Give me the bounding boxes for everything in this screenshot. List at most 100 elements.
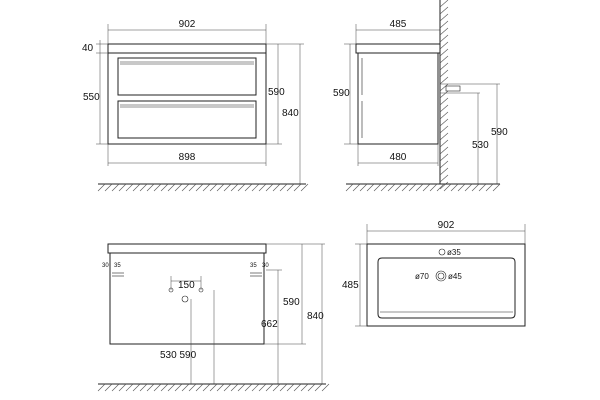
back-left-35-label: 35 [114, 263, 121, 269]
front-cabinet-body [107, 52, 267, 145]
hatch-stroke [195, 183, 204, 192]
hatch-stroke [258, 383, 267, 392]
hatch-stroke [380, 183, 389, 192]
hatch-stroke [258, 183, 267, 192]
back-height-590-label: 590 [283, 297, 300, 308]
hatch-stroke [345, 183, 354, 192]
front-countertop [107, 43, 267, 54]
wall-hatch [439, 0, 449, 190]
front-floor-hatch [97, 183, 309, 192]
hatch-stroke [111, 183, 120, 192]
hatch-stroke [209, 183, 218, 192]
hatch-stroke [97, 183, 106, 192]
back-left-30-label: 30 [102, 263, 109, 269]
hatch-stroke [314, 383, 323, 392]
hatch-stroke [174, 383, 183, 392]
hatch-stroke [181, 383, 190, 392]
back-right-30-label: 30 [262, 263, 269, 269]
hatch-stroke [439, 20, 449, 29]
hatch-stroke [307, 383, 316, 392]
hatch-stroke [104, 383, 113, 392]
hatch-stroke [202, 383, 211, 392]
hatch-stroke [443, 183, 452, 192]
hatch-stroke [139, 383, 148, 392]
hatch-stroke [132, 383, 141, 392]
hatch-stroke [216, 383, 225, 392]
hatch-stroke [251, 383, 260, 392]
back-height-530-590-label: 530 590 [160, 350, 197, 361]
hatch-stroke [373, 183, 382, 192]
hatch-stroke [146, 183, 155, 192]
front-view: 902 898 40 550 590 840 [82, 19, 309, 192]
front-body-height-label: 550 [83, 92, 100, 103]
hatch-stroke [439, 0, 449, 8]
hatch-stroke [439, 181, 449, 190]
hatch-stroke [439, 55, 449, 64]
hatch-stroke [160, 183, 169, 192]
hatch-stroke [401, 183, 410, 192]
hatch-stroke [439, 83, 449, 92]
basin-outline [366, 243, 526, 327]
hatch-stroke [352, 183, 361, 192]
back-view: 30 35 35 30 150 530 590 662 590 840 [97, 243, 330, 392]
hatch-stroke [188, 183, 197, 192]
water-inlet-left [168, 287, 174, 293]
wall-pipe-connection [445, 85, 461, 92]
side-view: 485 480 590 590 530 [333, 0, 508, 192]
hatch-stroke [230, 183, 239, 192]
hatch-stroke [439, 125, 449, 134]
hatch-stroke [394, 183, 403, 192]
hatch-stroke [132, 183, 141, 192]
faucet-hole [438, 248, 446, 256]
hatch-stroke [439, 160, 449, 169]
hatch-stroke [174, 183, 183, 192]
hatch-stroke [265, 183, 274, 192]
hatch-stroke [492, 183, 501, 192]
hatch-stroke [439, 48, 449, 57]
front-width-bottom-label: 898 [179, 152, 196, 163]
side-depth-bottom-label: 480 [390, 152, 407, 163]
hatch-stroke [216, 183, 225, 192]
hatch-stroke [439, 76, 449, 85]
hatch-stroke [439, 167, 449, 176]
hatch-stroke [439, 139, 449, 148]
front-top-thickness-label: 40 [82, 43, 94, 54]
hatch-stroke [188, 383, 197, 392]
hatch-stroke [439, 69, 449, 78]
hatch-stroke [439, 62, 449, 71]
hatch-stroke [300, 183, 309, 192]
hatch-stroke [237, 183, 246, 192]
hatch-stroke [223, 383, 232, 392]
side-height-590-label: 590 [333, 88, 350, 99]
hatch-stroke [195, 383, 204, 392]
hatch-stroke [244, 383, 253, 392]
front-height-840-label: 840 [282, 108, 299, 119]
hatch-stroke [181, 183, 190, 192]
hatch-stroke [97, 383, 106, 392]
hatch-stroke [223, 183, 232, 192]
hatch-stroke [300, 383, 309, 392]
hatch-stroke [464, 183, 473, 192]
hatch-stroke [439, 34, 449, 43]
hatch-stroke [450, 183, 459, 192]
top-view: 902 ø35 ø70 ø45 485 [342, 220, 526, 327]
hatch-stroke [153, 183, 162, 192]
hatch-stroke [279, 183, 288, 192]
hatch-stroke [439, 27, 449, 36]
side-wall-530-label: 530 [472, 140, 489, 151]
drain-outlet [181, 295, 189, 303]
front-width-top-label: 902 [179, 19, 196, 30]
hatch-stroke [272, 183, 281, 192]
hatch-stroke [429, 183, 438, 192]
hatch-stroke [202, 183, 211, 192]
hatch-stroke [457, 183, 466, 192]
hatch-stroke [439, 90, 449, 99]
hatch-stroke [209, 383, 218, 392]
hatch-stroke [439, 104, 449, 113]
upper-drawer [117, 57, 257, 96]
hatch-stroke [111, 383, 120, 392]
hatch-stroke [293, 183, 302, 192]
back-countertop [107, 243, 267, 254]
hatch-stroke [485, 183, 494, 192]
